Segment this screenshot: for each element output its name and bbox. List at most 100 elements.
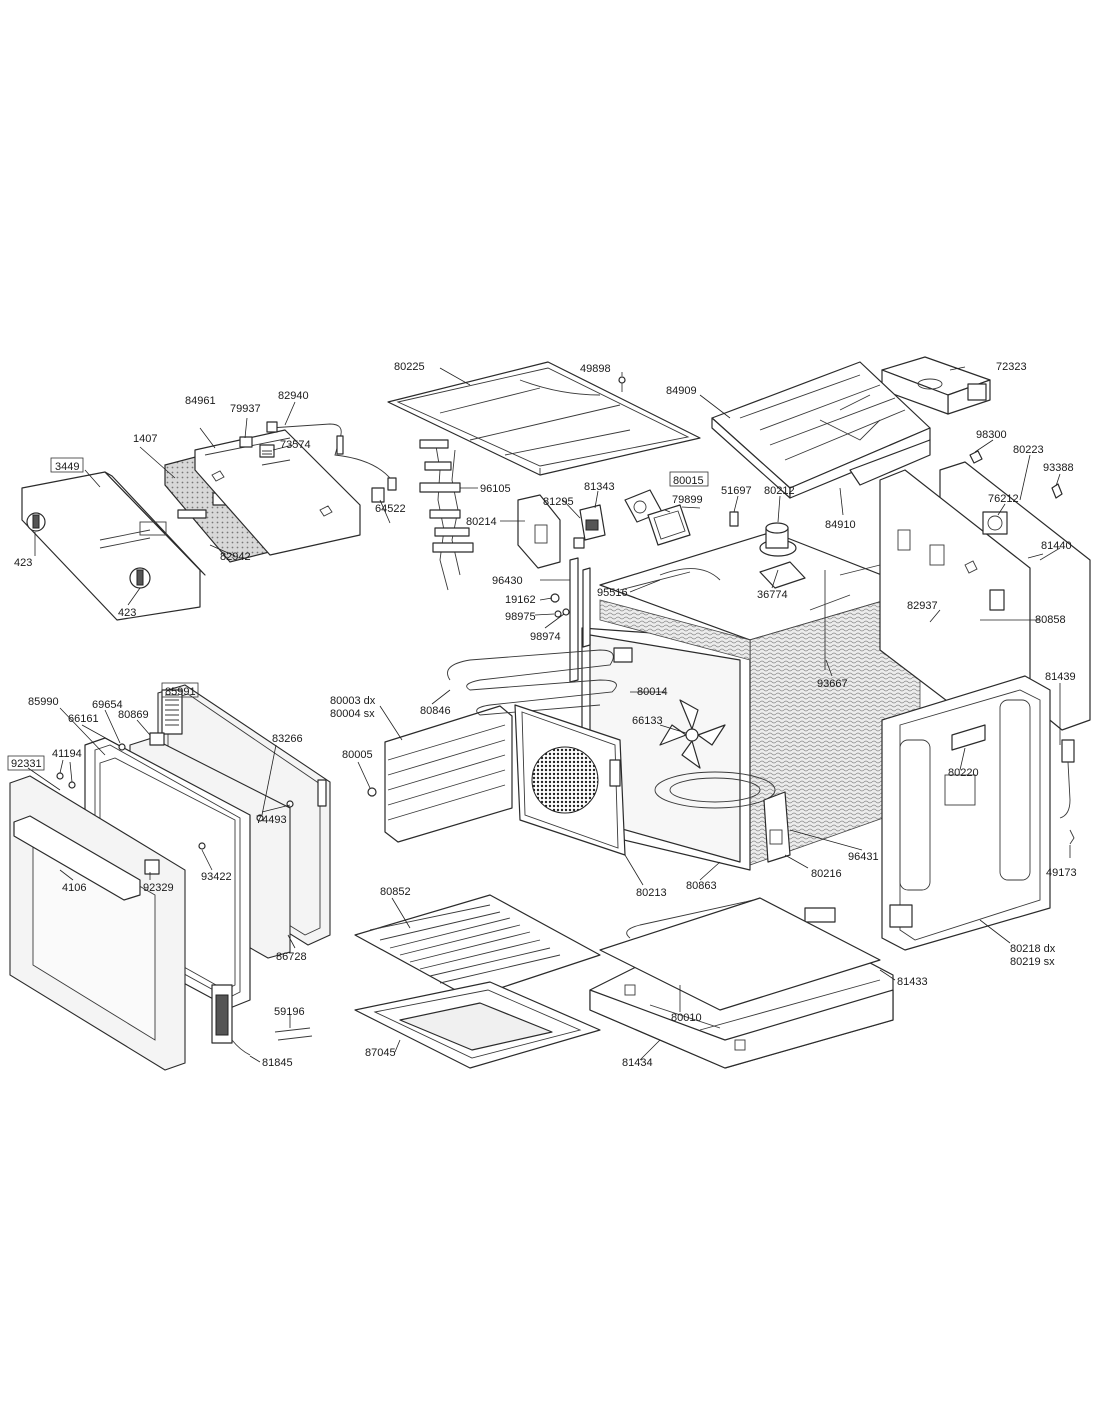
label-423-left: 423 [14, 557, 32, 569]
oven-lamp-part [624, 489, 691, 546]
top-duct-part [711, 361, 931, 499]
label-82940: 82940 [278, 390, 309, 402]
label-95516: 95516 [597, 587, 628, 599]
control-panel-front-part [21, 471, 206, 621]
label-423-right: 423 [118, 607, 136, 619]
label-84910: 84910 [825, 519, 856, 531]
label-82942: 82942 [220, 551, 251, 563]
clip-part [729, 511, 739, 527]
sensor-part [969, 450, 1063, 499]
label-66133: 66133 [632, 715, 663, 727]
label-85991: 85991 [165, 686, 196, 698]
main-wiring-harness-part [419, 439, 474, 591]
label-box-3449 [50, 457, 84, 473]
side-plate-part [763, 791, 791, 863]
label-3449: 3449 [55, 461, 79, 473]
nut-part [550, 593, 570, 618]
switch-part [573, 504, 606, 549]
label-69654: 69654 [92, 699, 123, 711]
bottom-plate-part [589, 897, 894, 1069]
label-59196: 59196 [274, 1006, 305, 1018]
label-81845: 81845 [262, 1057, 293, 1069]
label-64522: 64522 [375, 503, 406, 515]
label-80863: 80863 [686, 880, 717, 892]
label-79899: 79899 [672, 494, 703, 506]
label-80218-dx: 80218 dx [1010, 943, 1056, 955]
label-72323: 72323 [996, 361, 1027, 373]
label-96431: 96431 [848, 851, 879, 863]
label-98975: 98975 [505, 611, 536, 623]
label-51697: 51697 [721, 485, 752, 497]
door-outer-glass-part [9, 775, 186, 1071]
side-bracket-part [517, 494, 561, 569]
label-4106: 4106 [62, 882, 86, 894]
label-66161: 66161 [68, 713, 99, 725]
label-86728: 86728 [276, 951, 307, 963]
label-36774: 36774 [757, 589, 788, 601]
label-98974: 98974 [530, 631, 561, 643]
fan-blade-part [659, 699, 726, 769]
control-knob-part [129, 567, 151, 589]
label-80005: 80005 [342, 749, 373, 761]
label-81295: 81295 [543, 496, 574, 508]
label-80213: 80213 [636, 887, 667, 899]
label-box-85991 [161, 682, 199, 698]
door-hinge-part [211, 984, 251, 1056]
oven-cavity-top-part [599, 522, 921, 641]
label-96430: 96430 [492, 575, 523, 587]
small-bracket-part [56, 732, 313, 1041]
label-81440: 81440 [1041, 540, 1072, 552]
label-93667: 93667 [817, 678, 848, 690]
label-85990: 85990 [28, 696, 59, 708]
label-81343: 81343 [584, 481, 615, 493]
label-80869: 80869 [118, 709, 149, 721]
baking-tray-part [354, 981, 601, 1069]
label-92331: 92331 [11, 758, 42, 770]
label-81434: 81434 [622, 1057, 653, 1069]
label-80216: 80216 [811, 868, 842, 880]
top-panel-part [387, 361, 701, 476]
label-41194: 41194 [52, 748, 82, 760]
fan-motor-part [982, 511, 1008, 611]
wiring-harness-part [266, 421, 397, 503]
label-80225: 80225 [394, 361, 425, 373]
part-number-labels: 80225 49898 72323 84909 82940 84961 7993… [7, 361, 1077, 1069]
label-80015: 80015 [673, 475, 704, 487]
connector-part [239, 436, 275, 458]
screw-part [367, 787, 377, 797]
label-96105: 96105 [480, 483, 511, 495]
label-82937: 82937 [907, 600, 938, 612]
label-79937: 79937 [230, 403, 261, 415]
label-80003-dx: 80003 dx [330, 695, 376, 707]
shelf-rack-part [384, 705, 513, 843]
label-87045: 87045 [365, 1047, 396, 1059]
label-81439: 81439 [1045, 671, 1076, 683]
label-box-80015 [669, 471, 709, 487]
label-80223: 80223 [1013, 444, 1044, 456]
label-84961: 84961 [185, 395, 216, 407]
label-84909: 84909 [666, 385, 697, 397]
oven-wire-rack-part [354, 894, 601, 999]
label-83266: 83266 [272, 733, 303, 745]
label-80010: 80010 [671, 1012, 702, 1024]
label-19162: 19162 [505, 594, 536, 606]
label-box-92331 [7, 755, 45, 771]
label-80220: 80220 [948, 767, 979, 779]
label-80852: 80852 [380, 886, 411, 898]
cooling-fan-part [881, 356, 991, 415]
right-side-panel-part [881, 675, 1051, 951]
label-80858: 80858 [1035, 614, 1066, 626]
label-76212: 76212 [988, 493, 1019, 505]
label-80014: 80014 [637, 686, 668, 698]
label-80219-sx: 80219 sx [1010, 956, 1055, 968]
label-98300: 98300 [976, 429, 1007, 441]
label-73574: 73574 [280, 439, 311, 451]
label-92329: 92329 [143, 882, 174, 894]
label-81433: 81433 [897, 976, 928, 988]
side-rail-part [569, 557, 591, 683]
label-80004-sx: 80004 sx [330, 708, 375, 720]
label-80846: 80846 [420, 705, 451, 717]
label-80212: 80212 [764, 485, 795, 497]
fan-cover-part [514, 704, 626, 856]
